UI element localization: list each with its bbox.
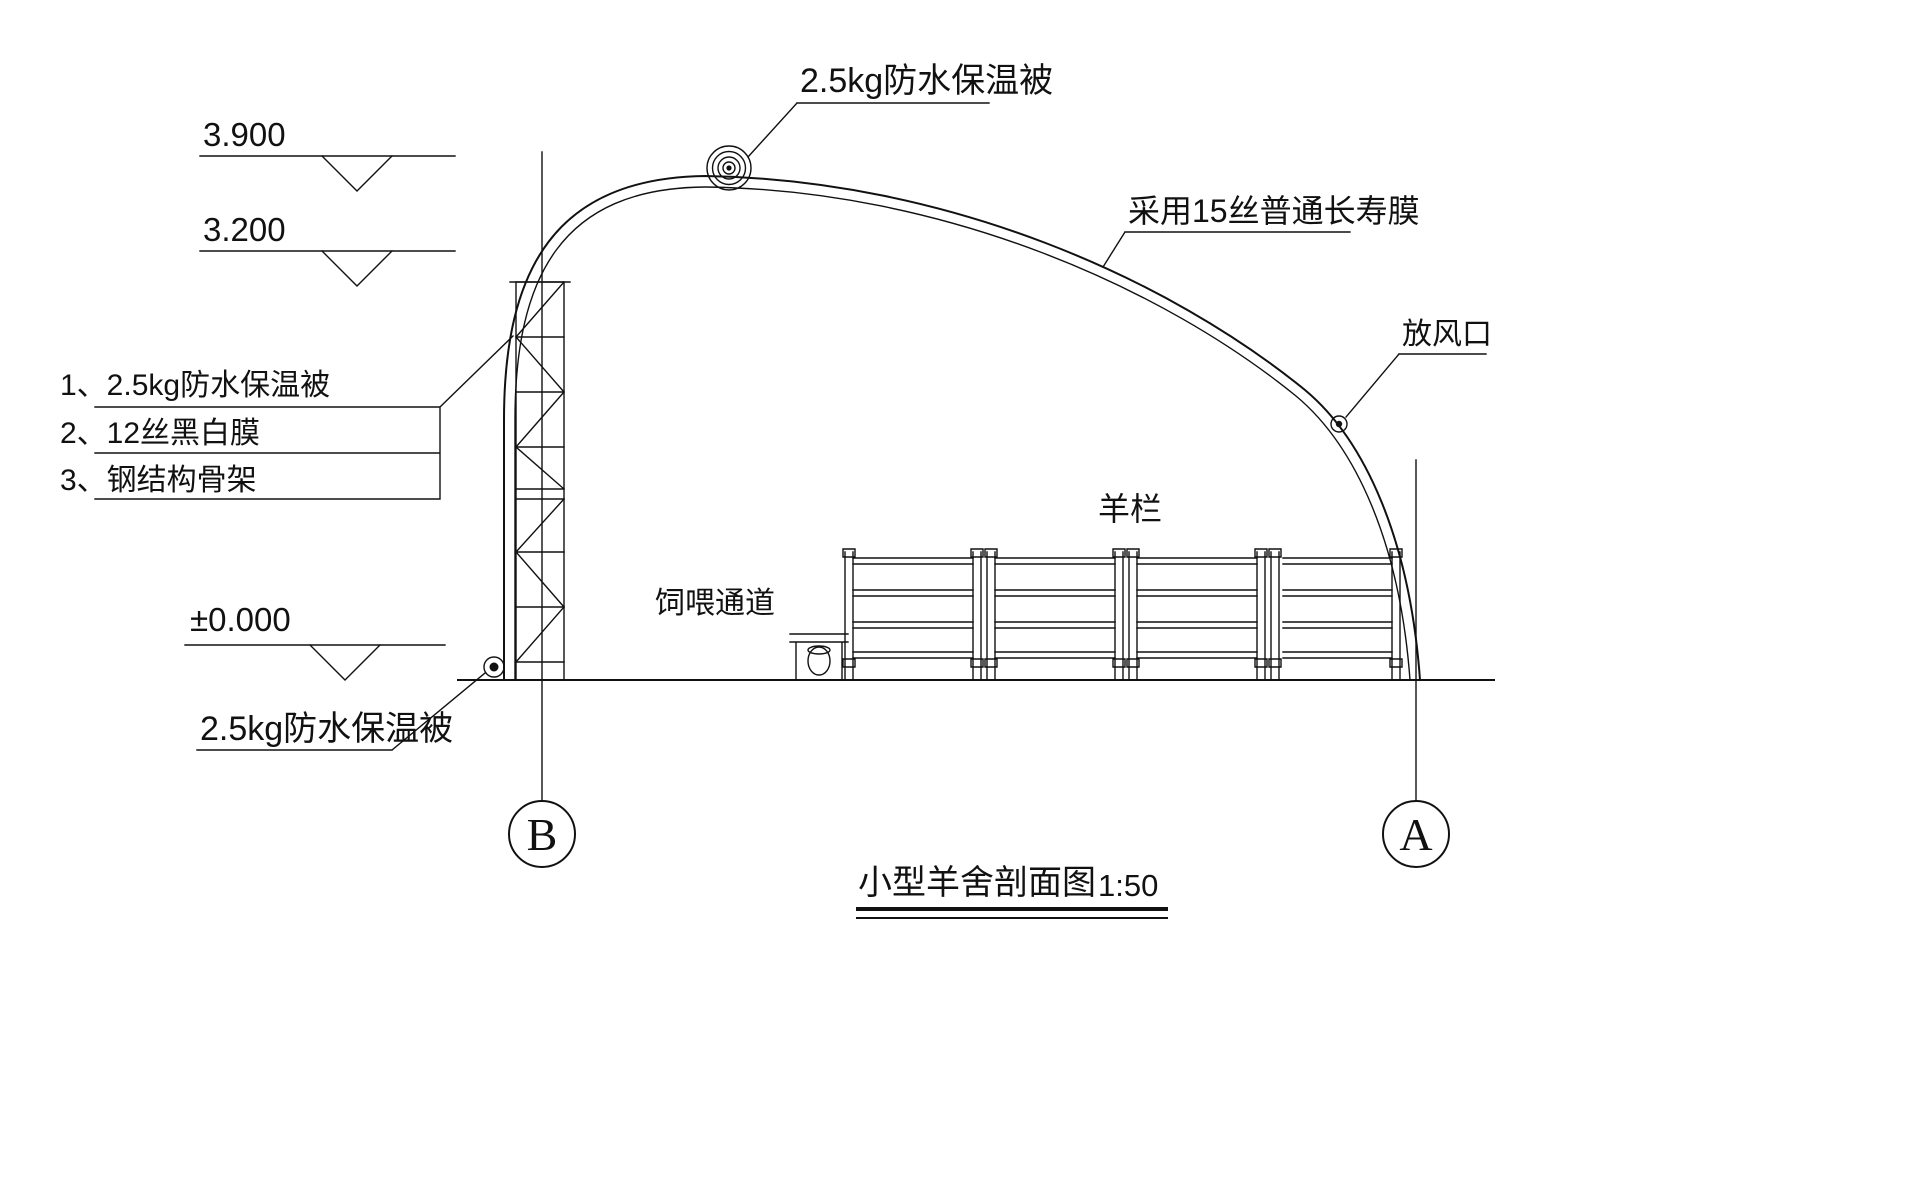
legend-item-2: 2、12丝黑白膜	[60, 417, 260, 450]
elevation-marker-ground: ±0.000	[184, 601, 446, 681]
elevation-triangle-icon	[321, 155, 393, 192]
legend-item-3: 3、钢结构骨架	[60, 464, 257, 497]
drawing-scale: 1:50	[1098, 868, 1158, 903]
vent-callout: 放风口	[1345, 318, 1492, 418]
title-block: 小型羊舍剖面图 1:50	[856, 864, 1168, 919]
grid-bubble-a-label: A	[1399, 809, 1432, 860]
truss-web-bracing	[515, 281, 565, 663]
sheep-pen-label: 羊栏	[1098, 491, 1162, 527]
grid-bubble-b	[508, 800, 576, 868]
legend-leader-lines	[94, 335, 514, 500]
legend-callout: 1、2.5kg防水保温被 2、12丝黑白膜 3、钢结构骨架	[60, 335, 514, 500]
fence-rails	[852, 557, 1393, 659]
sheep-pen-fence	[842, 548, 1403, 681]
elevation-triangle-icon	[309, 644, 381, 681]
elevation-ground-label: ±0.000	[190, 601, 291, 638]
drawing-title: 小型羊舍剖面图	[858, 864, 1096, 902]
insulation-roll-icon	[706, 145, 752, 191]
elevation-triangle-icon	[321, 250, 393, 287]
feeding-passage-label: 饲喂通道	[655, 587, 775, 620]
base-insulation-roll-icon	[483, 656, 505, 678]
fence-post-caps	[842, 548, 1403, 668]
roof-blanket-callout: 2.5kg防水保温被	[747, 62, 1053, 158]
vent-icon	[1330, 415, 1348, 433]
vent-label: 放风口	[1402, 318, 1492, 351]
feed-trough	[789, 633, 849, 681]
grid-bubble-b-label: B	[527, 809, 558, 860]
elevation-top-label: 3.900	[203, 116, 286, 153]
steel-truss-column	[509, 281, 571, 681]
elevation-middle-label: 3.200	[203, 211, 286, 248]
grid-bubble-a	[1382, 800, 1450, 868]
roof-blanket-label: 2.5kg防水保温被	[800, 62, 1053, 100]
base-blanket-callout: 2.5kg防水保温被	[196, 672, 486, 751]
membrane-callout: 采用15丝普通长寿膜	[1102, 193, 1420, 268]
membrane-label: 采用15丝普通长寿膜	[1128, 193, 1420, 229]
elevation-marker-middle: 3.200	[199, 211, 456, 287]
elevation-marker-top: 3.900	[199, 116, 456, 192]
grid-line-b: B	[508, 151, 576, 868]
base-blanket-label: 2.5kg防水保温被	[200, 710, 453, 748]
grid-line-a: A	[1382, 459, 1450, 868]
legend-item-1: 1、2.5kg防水保温被	[60, 369, 330, 402]
roof-arch	[503, 174, 1422, 682]
fence-posts	[844, 551, 1401, 681]
